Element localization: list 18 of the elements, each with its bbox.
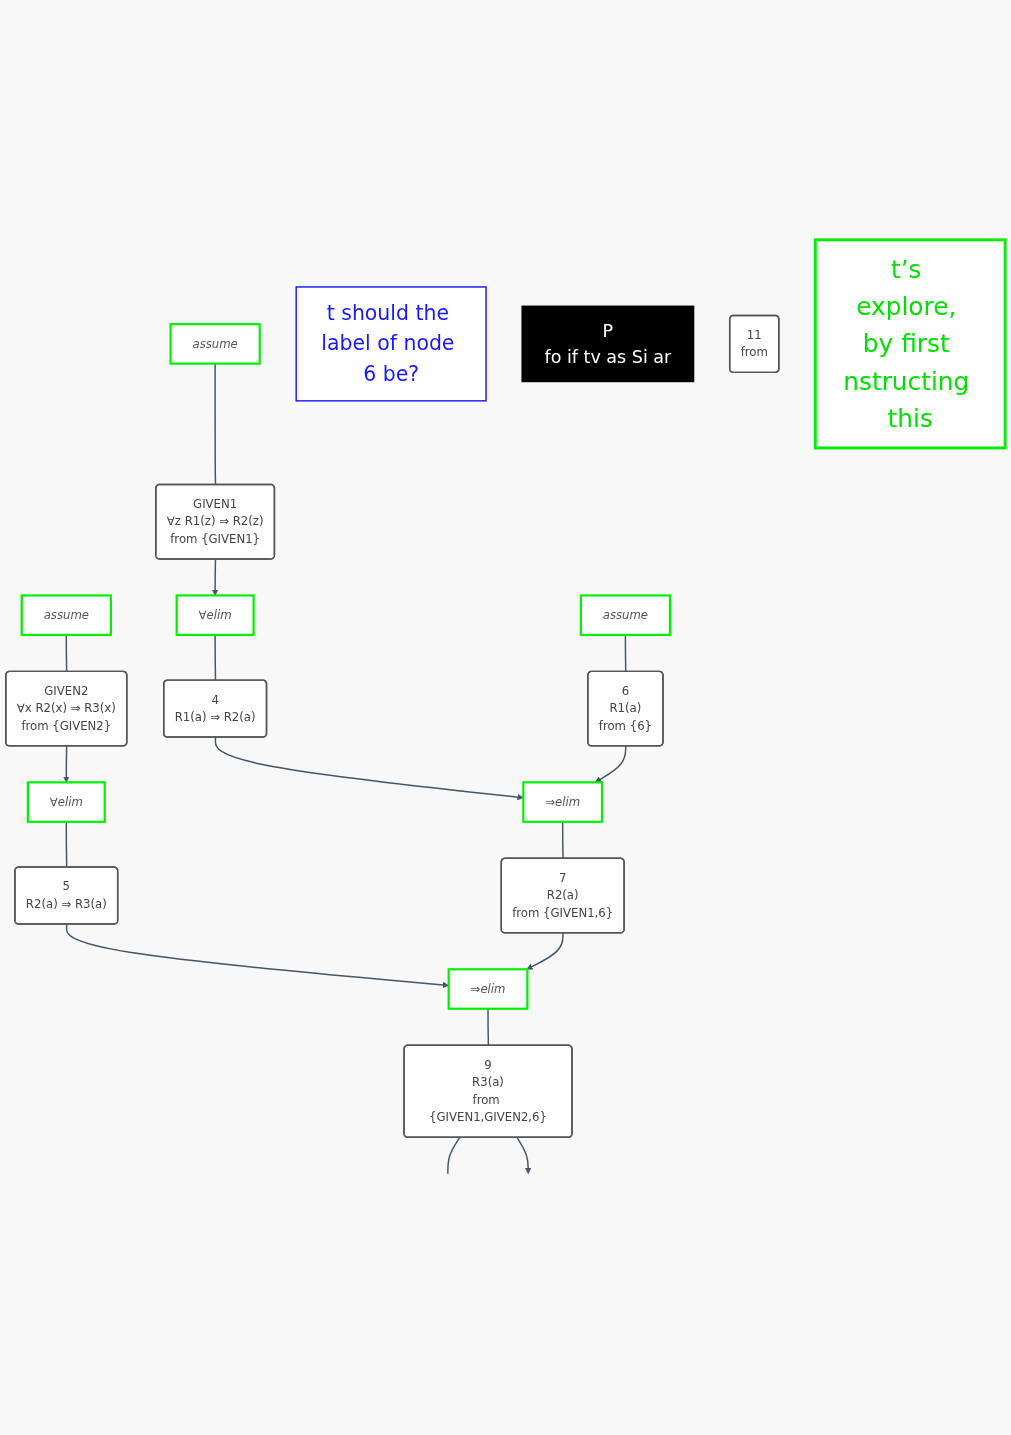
node-box: ∀elim <box>26 781 106 823</box>
arrow <box>516 1136 532 1174</box>
node-box: t should the label of node 6 be? <box>295 285 487 402</box>
node-box: ⇒elim <box>522 781 604 823</box>
arrow <box>526 932 564 970</box>
arrow <box>211 558 219 596</box>
node-box: ∀elim <box>175 594 255 636</box>
connector <box>447 1136 461 1175</box>
arrow <box>63 745 70 783</box>
node-box: assume <box>20 594 112 636</box>
arrow <box>594 745 627 783</box>
node-box: assume <box>579 594 672 636</box>
node-box: t’s explore, by first nstructing this <box>813 238 1007 450</box>
node-box: ⇒elim <box>447 967 529 1010</box>
arrow <box>214 736 524 801</box>
arrow <box>65 923 449 988</box>
node-box: P fo if tv as Si ar <box>521 305 695 382</box>
node-box: assume <box>169 322 261 365</box>
